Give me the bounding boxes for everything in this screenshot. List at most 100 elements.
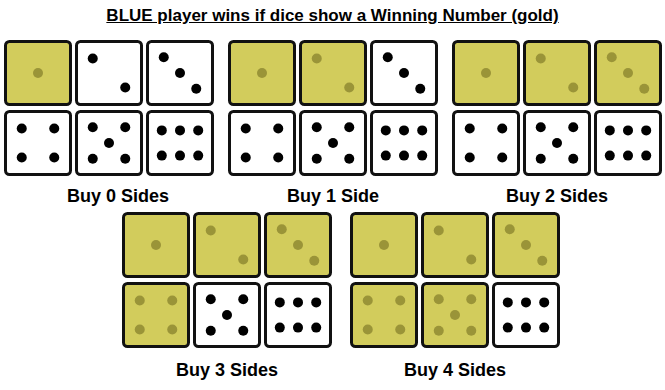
die-face — [6, 42, 71, 105]
die-pip — [311, 323, 321, 333]
die-pip — [88, 122, 98, 132]
die-pip — [503, 323, 513, 333]
die-face — [301, 112, 366, 175]
die-face — [77, 42, 142, 105]
caption: Buy 4 Sides — [404, 360, 506, 381]
die-pip — [206, 326, 216, 336]
die-pip — [497, 152, 507, 162]
die-pip — [344, 154, 354, 164]
die-body — [525, 42, 590, 105]
die-pip — [639, 84, 649, 94]
die-face — [6, 112, 71, 175]
die-pip — [175, 68, 185, 78]
die-body — [596, 112, 661, 175]
die-body — [454, 42, 519, 105]
die-pip — [311, 297, 321, 307]
die-pip — [505, 224, 515, 234]
die-body — [423, 284, 488, 347]
die-face — [148, 42, 213, 105]
die-pip — [175, 125, 185, 135]
die-face — [454, 112, 519, 175]
die-pip — [605, 151, 615, 161]
die-pip — [568, 154, 578, 164]
die-body — [301, 112, 366, 175]
die-body — [124, 284, 189, 347]
die-pip — [17, 124, 27, 134]
die-pip — [49, 152, 59, 162]
die-pip — [465, 124, 475, 134]
die-pip — [434, 294, 444, 304]
die-pip — [167, 296, 177, 306]
die-pip — [135, 296, 145, 306]
die-body — [266, 284, 331, 347]
die-pip — [536, 154, 546, 164]
die-pip — [88, 54, 98, 64]
die-face — [230, 112, 295, 175]
die-pip — [293, 323, 303, 333]
die-face — [423, 214, 488, 277]
die-body — [230, 112, 295, 175]
die-pip — [167, 324, 177, 334]
die-face — [352, 214, 417, 277]
die-body — [266, 214, 331, 277]
die-pip — [381, 151, 391, 161]
title: BLUE player wins if dice show a Winning … — [106, 6, 558, 26]
die-pip — [641, 125, 651, 135]
die-face — [525, 112, 590, 175]
die-pip — [175, 151, 185, 161]
die-pip — [293, 240, 303, 250]
die-pip — [537, 256, 547, 266]
die-face — [77, 112, 142, 175]
die-pip — [399, 151, 409, 161]
die-pip — [623, 68, 633, 78]
die-body — [525, 112, 590, 175]
die-pip — [193, 125, 203, 135]
die-face — [352, 284, 417, 347]
die-pip — [238, 294, 248, 304]
die-pip — [120, 82, 130, 92]
die-body — [195, 284, 260, 347]
die-pip — [623, 151, 633, 161]
die-body — [596, 42, 661, 105]
die-face — [301, 42, 366, 105]
die-pip — [104, 138, 114, 148]
die-face — [454, 42, 519, 105]
die-pip — [120, 122, 130, 132]
die-pip — [539, 323, 549, 333]
die-pip — [328, 138, 338, 148]
die-pip — [275, 297, 285, 307]
die-pip — [206, 226, 216, 236]
die-pip — [521, 323, 531, 333]
die-pip — [312, 122, 322, 132]
die-pip — [363, 296, 373, 306]
die-pip — [552, 138, 562, 148]
die-pip — [536, 122, 546, 132]
die-pip — [641, 151, 651, 161]
die-pip — [450, 310, 460, 320]
die-pip — [273, 152, 283, 162]
die-pip — [568, 82, 578, 92]
die-pip — [521, 297, 531, 307]
die-pip — [273, 124, 283, 134]
die-body — [230, 42, 295, 105]
die-face — [195, 284, 260, 347]
die-body — [423, 214, 488, 277]
die-body — [148, 42, 213, 105]
die-face — [525, 42, 590, 105]
die-pip — [521, 240, 531, 250]
die-pip — [605, 125, 615, 135]
die-face — [596, 42, 661, 105]
die-pip — [623, 125, 633, 135]
die-pip — [241, 124, 251, 134]
die-pip — [607, 52, 617, 62]
die-pip — [33, 68, 43, 78]
die-pip — [275, 323, 285, 333]
die-pip — [312, 154, 322, 164]
die-pip — [206, 294, 216, 304]
die-pip — [481, 68, 491, 78]
die-face — [423, 284, 488, 347]
die-pip — [466, 254, 476, 264]
die-face — [494, 214, 559, 277]
die-body — [6, 42, 71, 105]
